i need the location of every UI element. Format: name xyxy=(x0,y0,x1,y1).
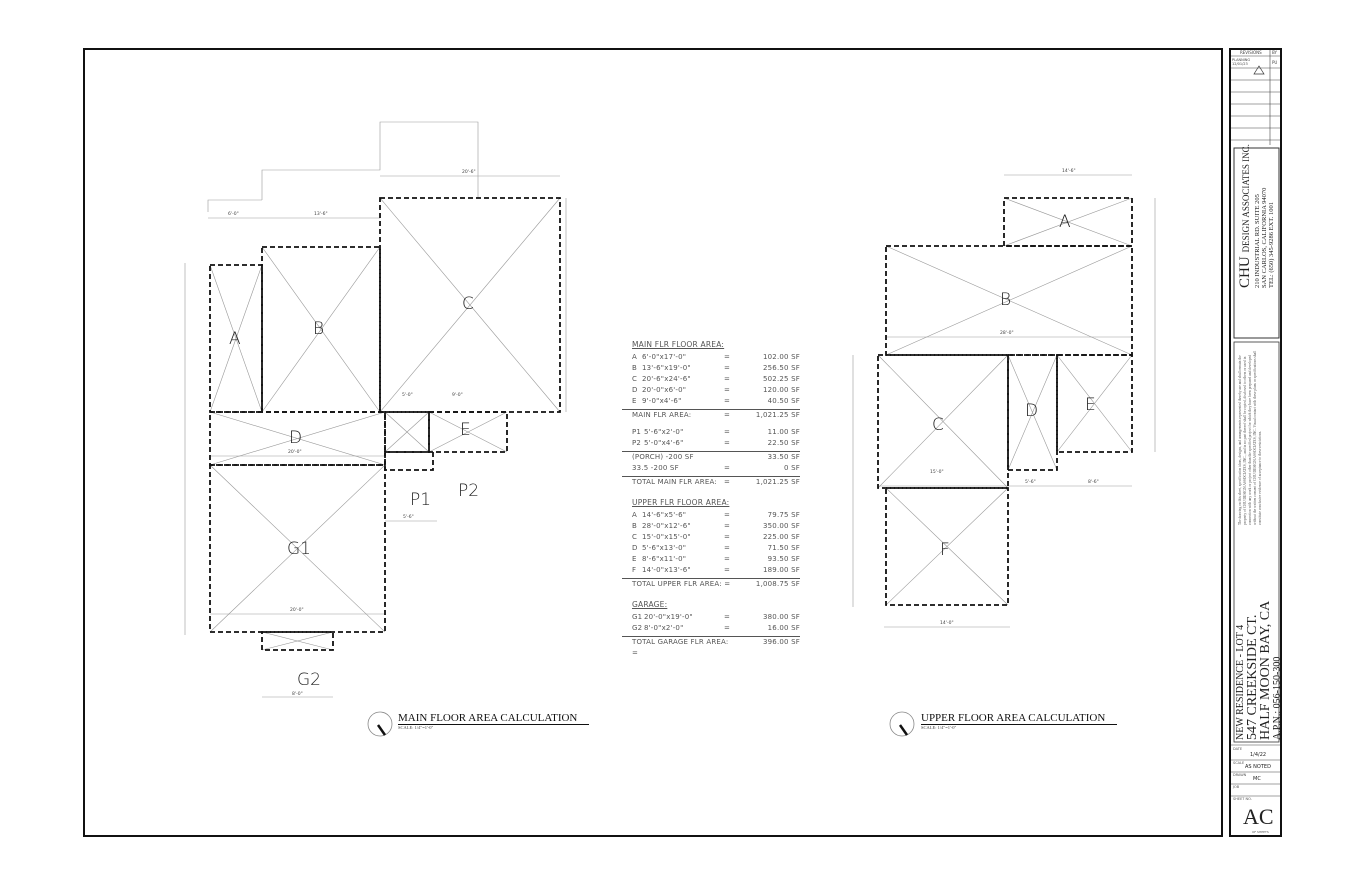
area-label-main-e: E xyxy=(460,420,471,440)
upper-floor-scale: SCALE: 1/4"=1'-0" xyxy=(921,725,957,730)
dim-upper-e-width: 8'-6" xyxy=(1088,480,1099,485)
dim-upper-c-width: 15'-0" xyxy=(930,470,944,475)
firm-name: CHU xyxy=(1237,256,1253,288)
dim-main-p1-width: 5'-6" xyxy=(403,515,414,520)
total-upper-row: TOTAL UPPER FLR AREA: =1,008.75 SF xyxy=(622,578,800,590)
total-garage-row: TOTAL GARAGE FLR AREA: =396.00 SF xyxy=(622,636,800,657)
revision-delta-icon xyxy=(1253,65,1265,75)
drawn-value: MC xyxy=(1253,776,1261,782)
main-floor-header: MAIN FLR FLOOR AREA: xyxy=(632,340,725,349)
dim-main-g2-width: 8'-0" xyxy=(292,692,303,697)
revision-1-by: PU xyxy=(1272,60,1278,65)
dim-main-top-c: 20'-6" xyxy=(462,170,476,175)
area-label-upper-f: F xyxy=(940,540,950,560)
scale-value: AS NOTED xyxy=(1245,764,1271,770)
area-label-main-d: D xyxy=(289,428,303,448)
drawing-sheet-border xyxy=(83,48,1223,837)
area-label-main-c: C xyxy=(462,294,474,314)
revisions-label: REVISIONS xyxy=(1240,50,1262,55)
area-label-main-b: B xyxy=(313,319,325,339)
total-main-row: TOTAL MAIN FLR AREA:=1,021.25 SF xyxy=(622,476,800,488)
revision-1: PLANNING 12/01/23 xyxy=(1232,58,1251,66)
garage-header: GARAGE: xyxy=(632,600,668,609)
area-label-upper-a: A xyxy=(1059,212,1071,232)
main-floor-scale: SCALE: 1/4"=1'-0" xyxy=(398,725,434,730)
area-label-upper-c: C xyxy=(932,415,944,435)
area-label-main-a: A xyxy=(229,329,241,349)
project-info: NEW RESIDENCE - LOT 4 547 CREEKSIDE CT. … xyxy=(1235,600,1283,740)
area-label-upper-b: B xyxy=(1000,290,1012,310)
area-label-main-g1: G1 xyxy=(287,539,311,559)
dim-main-g1-width: 20'-0" xyxy=(290,608,304,613)
date-value: 1/4/22 xyxy=(1250,752,1267,758)
dim-upper-f-width: 14'-0" xyxy=(940,621,954,626)
disclaimer-text: The drawing on this sheet, specification… xyxy=(1238,350,1262,525)
dim-main-top-b: 13'-6" xyxy=(314,212,328,217)
area-label-main-g2: G2 xyxy=(297,670,321,690)
dim-upper-b-width: 28'-0" xyxy=(1000,331,1014,336)
by-label: BY xyxy=(1272,50,1277,55)
dim-main-c-sub1: 5'-0" xyxy=(402,393,413,398)
firm-info: CHU DESIGN ASSOCIATES INC. 210 INDUSTRIA… xyxy=(1237,144,1275,288)
dim-main-top-a: 6'-0" xyxy=(228,212,239,217)
dim-upper-top-a: 14'-6" xyxy=(1062,169,1076,174)
title-block xyxy=(1229,48,1282,837)
dim-main-d-width: 20'-0" xyxy=(288,450,302,455)
sheet-number: AC xyxy=(1243,804,1274,829)
dim-main-c-sub2: 9'-0" xyxy=(452,393,463,398)
dim-upper-d-width: 5'-6" xyxy=(1025,480,1036,485)
area-label-upper-e: E xyxy=(1085,395,1096,415)
main-floor-subtotal-row: MAIN FLR AREA:=1,021.25 SF xyxy=(622,409,800,421)
main-floor-caption: MAIN FLOOR AREA CALCULATION SCALE: 1/4"=… xyxy=(398,712,590,730)
area-label-main-p1: P1 xyxy=(410,490,432,510)
firm-name-rest: DESIGN ASSOCIATES INC. xyxy=(1241,144,1251,253)
area-label-main-p2: P2 xyxy=(458,481,480,501)
area-label-upper-d: D xyxy=(1025,401,1039,421)
porch-calc-row-2: 33.5 -200 SF=0 SF xyxy=(632,464,800,472)
upper-floor-caption: UPPER FLOOR AREA CALCULATION SCALE: 1/4"… xyxy=(921,712,1118,730)
upper-floor-header: UPPER FLR FLOOR AREA: xyxy=(632,498,730,507)
